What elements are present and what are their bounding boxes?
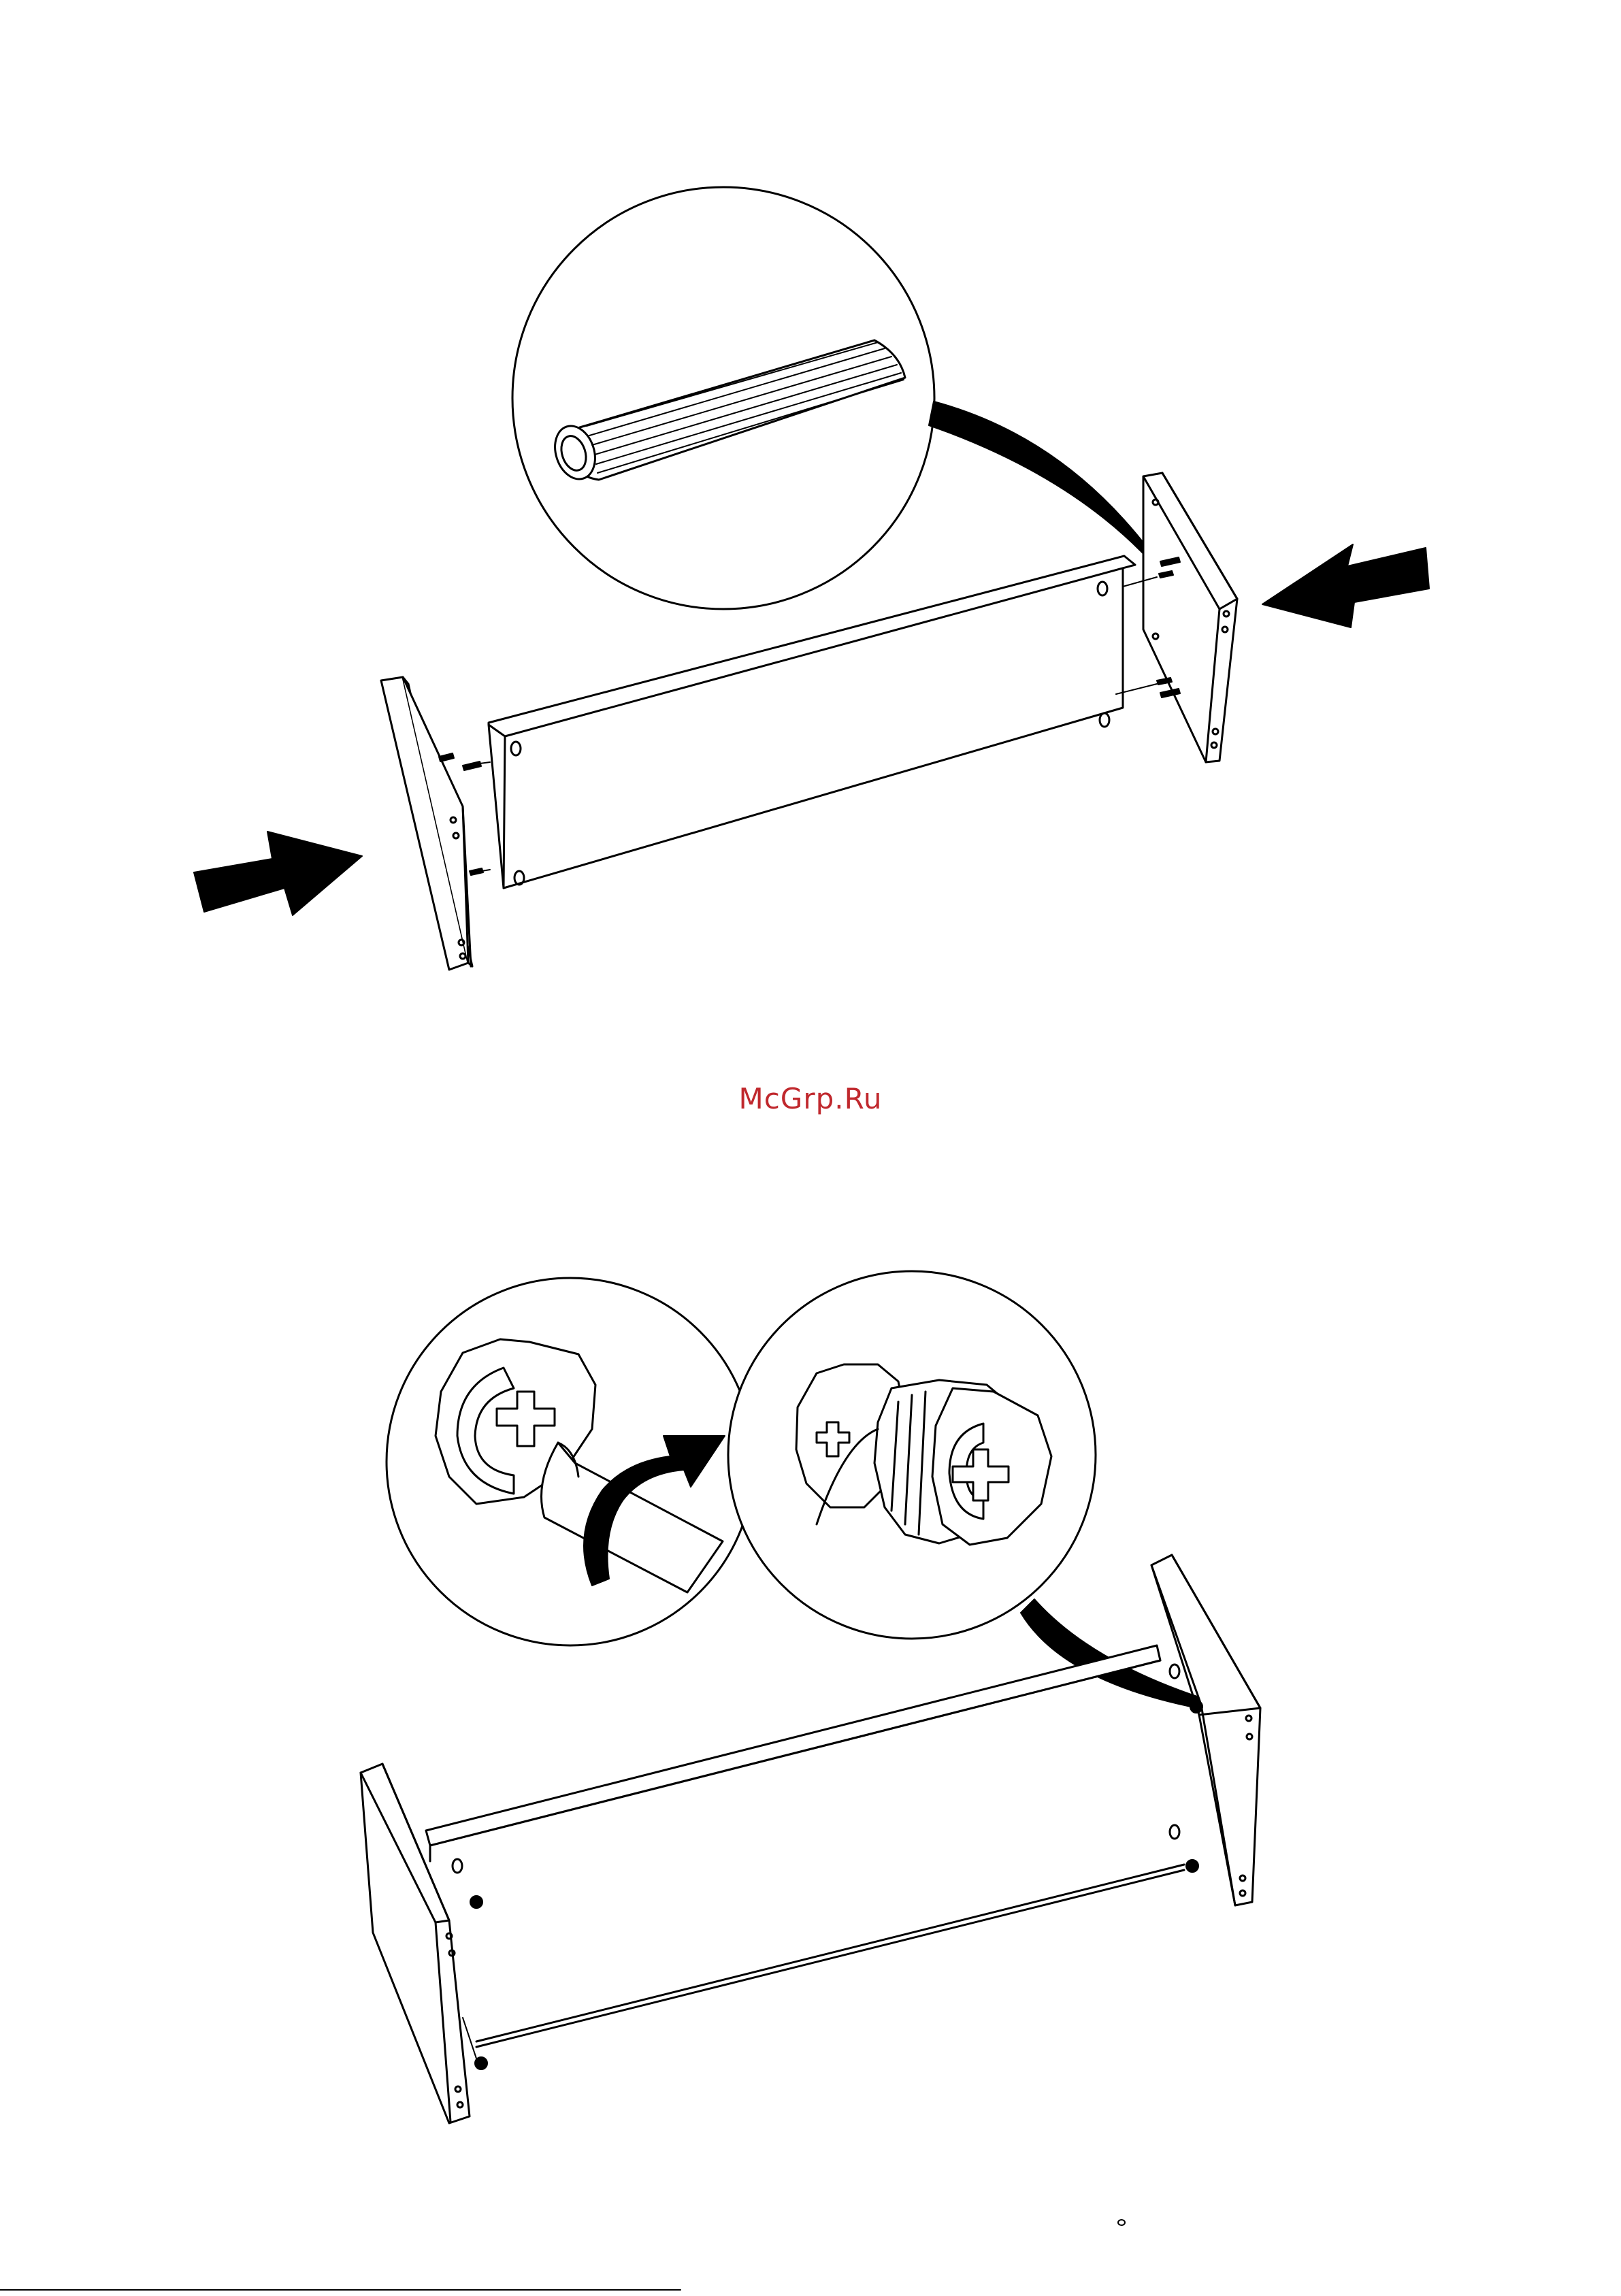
left-side-panel (381, 677, 490, 970)
assembled-frame (361, 1555, 1260, 2123)
step-2-illustration (361, 1271, 1260, 2123)
cam-lock-detail-circle (728, 1271, 1201, 1708)
right-side-panel (1116, 473, 1237, 762)
dowel-detail-circle (512, 187, 1157, 609)
push-arrow-right-icon (194, 832, 362, 915)
page-mark (1118, 2220, 1125, 2225)
push-arrow-left-icon (1262, 544, 1429, 627)
center-panel (489, 556, 1135, 888)
step-1-illustration (194, 187, 1429, 970)
watermark-text: McGrp.Ru (0, 1082, 1621, 1115)
screwdriver-detail-circle (387, 1278, 754, 1645)
